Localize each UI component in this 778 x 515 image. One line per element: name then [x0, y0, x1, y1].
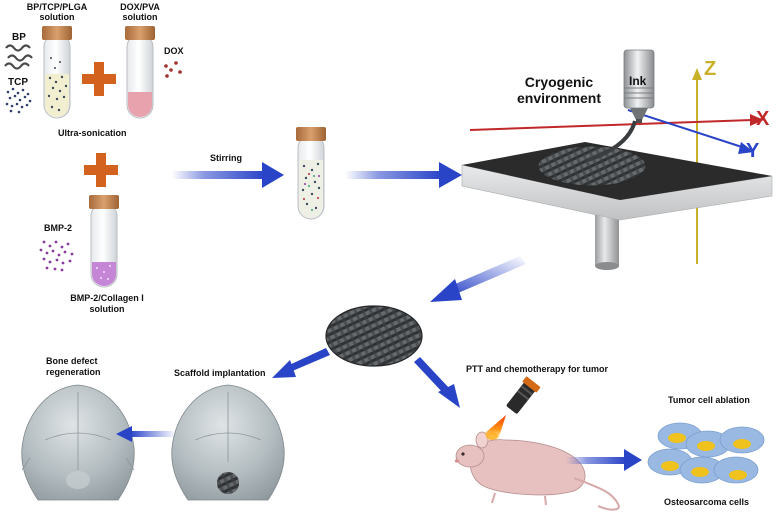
cell-icon — [685, 430, 731, 458]
scaffold-implantation-label: Scaffold implantation — [174, 368, 266, 378]
bp-label: BP — [12, 32, 26, 43]
bmp2-label: BMP-2 — [44, 223, 73, 233]
cryogenic-label: Cryogenic environment — [516, 74, 602, 106]
dox-particles-icon — [164, 61, 182, 78]
bp-particles-icon — [4, 44, 33, 70]
bp-tcp-plga-label: BP/TCP/PLGA solution — [26, 2, 88, 22]
arrow-icon — [272, 348, 330, 378]
cell-icon — [713, 456, 759, 484]
plus-icon — [82, 62, 116, 96]
cell-icon — [719, 426, 765, 454]
stirring-label: Stirring — [210, 153, 243, 163]
cell-icon — [679, 456, 725, 484]
skull-icon — [171, 384, 285, 501]
test-tube-icon — [42, 26, 72, 119]
osteosarcoma-label: Osteosarcoma cells — [664, 497, 750, 507]
arrow-icon — [172, 162, 284, 188]
laser-icon — [484, 376, 541, 440]
axis-z-label: Z — [704, 58, 717, 80]
axis-y-label: Y — [746, 140, 760, 162]
ink-label: Ink — [629, 74, 647, 88]
ultra-sonication-label: Ultra-sonication — [58, 128, 127, 138]
skull-icon — [21, 384, 135, 501]
tumor-ablation-label: Tumor cell ablation — [668, 395, 750, 405]
cell-cluster-icon — [647, 422, 765, 484]
arrow-icon — [430, 256, 526, 302]
scaffold-icon — [325, 305, 423, 367]
plus-icon — [84, 153, 118, 187]
axis-x-label: X — [756, 108, 770, 130]
arrow-icon — [116, 426, 176, 442]
bmp2-particles-icon — [39, 240, 74, 272]
test-tube-icon — [125, 26, 155, 119]
mouse-icon — [454, 431, 620, 511]
bone-defect-label: Bone defect regeneration — [46, 356, 101, 377]
arrow-icon — [345, 162, 462, 188]
arrow-icon — [566, 449, 642, 471]
printer-stage-icon — [461, 49, 773, 270]
dox-label: DOX — [164, 46, 184, 56]
tcp-particles-icon — [5, 87, 32, 114]
tcp-label: TCP — [8, 77, 28, 88]
ptt-label: PTT and chemotherapy for tumor — [466, 364, 609, 374]
bmp2-collagen-label: BMP-2/Collagen I solution — [70, 293, 144, 314]
dox-pva-label: DOX/PVA solution — [120, 2, 160, 22]
test-tube-icon — [296, 127, 326, 220]
arrow-icon — [414, 357, 460, 408]
test-tube-icon — [89, 195, 119, 288]
